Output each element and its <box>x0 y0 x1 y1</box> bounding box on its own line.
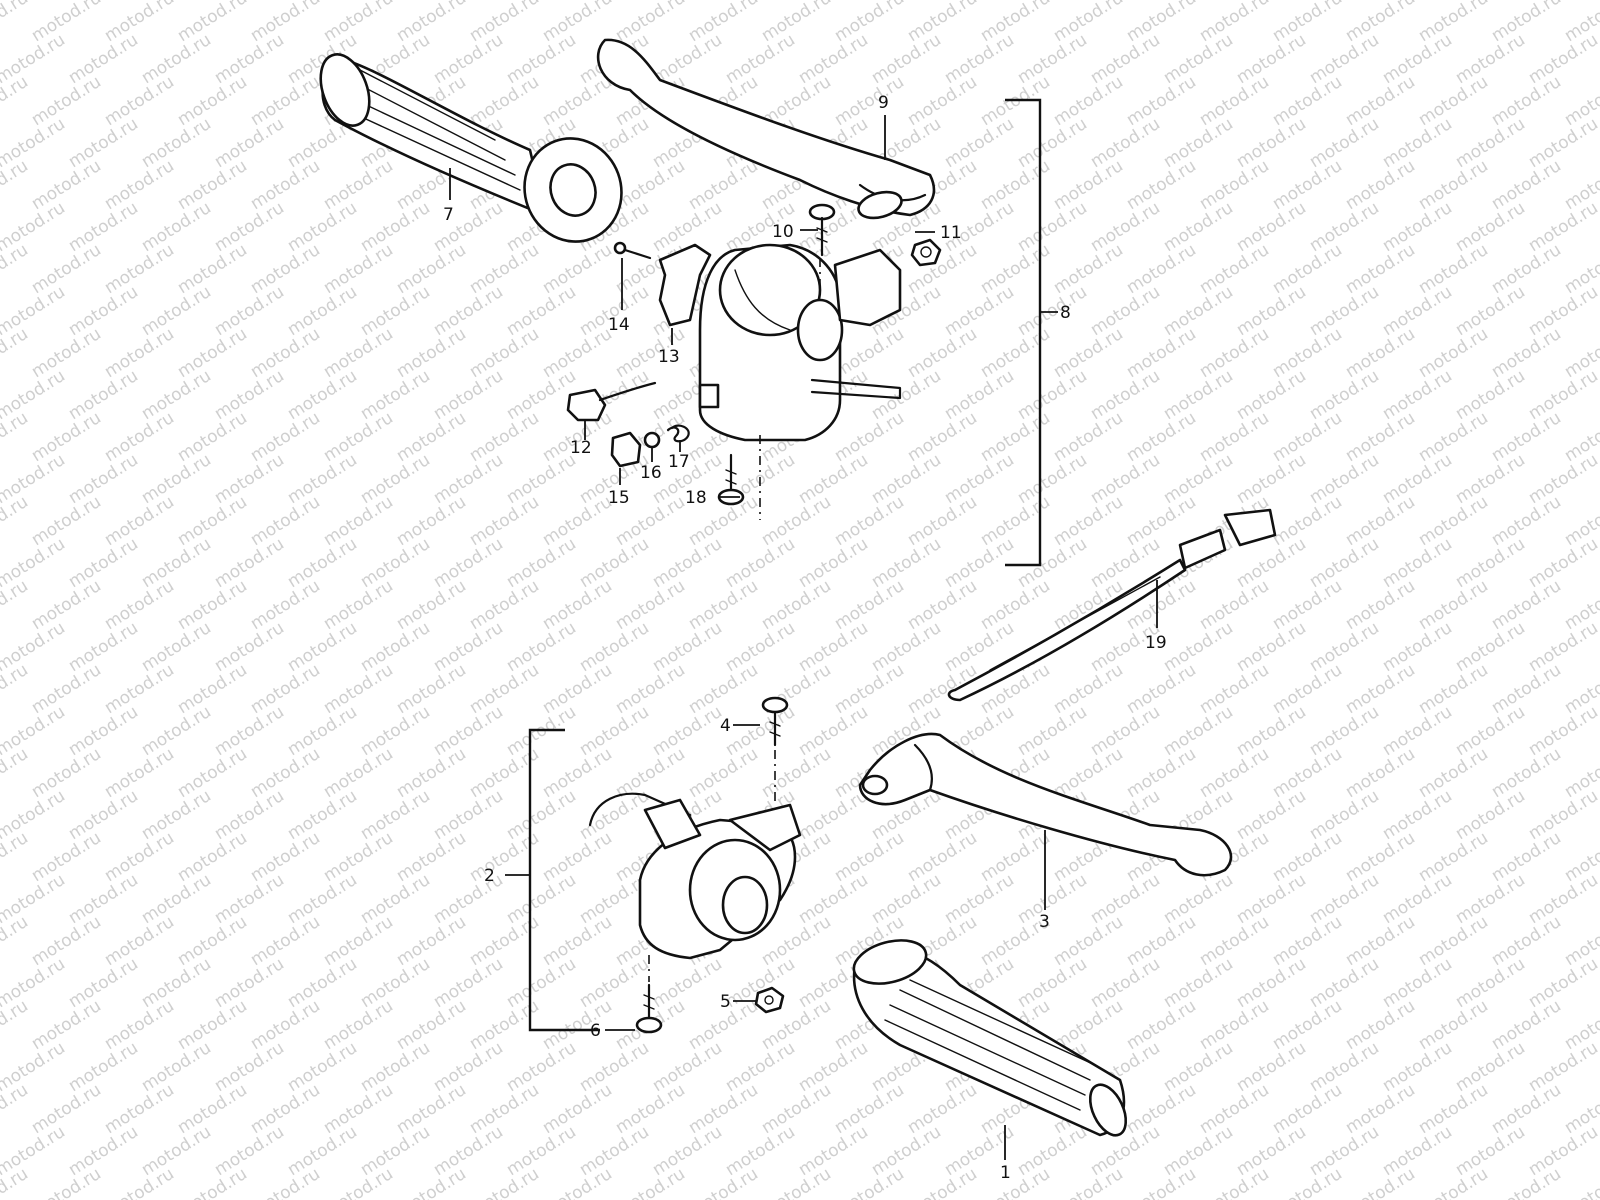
lever-bottom-part-3 <box>858 732 1233 877</box>
bracket-assembly-2 <box>528 728 600 1032</box>
spring-part-12 <box>566 381 657 422</box>
cap-part-15 <box>610 431 642 468</box>
screw-part-10 <box>808 203 836 257</box>
screw-part-4 <box>761 696 789 747</box>
cable-tie-part-19 <box>947 508 1277 702</box>
screw-part-6 <box>635 983 663 1034</box>
switch-housing-part-2 <box>588 792 802 960</box>
callout-13: 13 <box>658 347 680 367</box>
callout-18: 18 <box>685 488 707 508</box>
pin-part-14 <box>613 241 652 260</box>
callout-5: 5 <box>720 992 731 1012</box>
callout-9: 9 <box>878 93 889 113</box>
callout-16: 16 <box>640 463 662 483</box>
grip-top-part-7 <box>319 53 623 243</box>
callout-4: 4 <box>720 716 731 736</box>
ball-part-16 <box>643 431 661 449</box>
bracket-assembly-8 <box>1005 98 1042 567</box>
callout-12: 12 <box>570 438 592 458</box>
callout-7: 7 <box>443 205 454 225</box>
callout-8: 8 <box>1060 303 1071 323</box>
nut-part-11 <box>910 238 942 267</box>
callout-2: 2 <box>484 866 495 886</box>
callout-1: 1 <box>1000 1163 1011 1183</box>
callout-3: 3 <box>1039 912 1050 932</box>
callout-15: 15 <box>608 488 630 508</box>
callout-10: 10 <box>772 222 794 242</box>
switch-housing-part-8 <box>698 243 902 442</box>
lever-top-part-9 <box>596 38 936 220</box>
callout-6: 6 <box>590 1021 601 1041</box>
callout-11: 11 <box>940 223 962 243</box>
callout-17: 17 <box>668 452 690 472</box>
nut-part-5 <box>754 986 785 1014</box>
switch-knob-part-13 <box>658 243 712 327</box>
spring-part-17 <box>666 424 690 443</box>
callout-14: 14 <box>608 315 630 335</box>
grip-bottom-part-1 <box>852 939 1128 1137</box>
callout-19: 19 <box>1145 633 1167 653</box>
